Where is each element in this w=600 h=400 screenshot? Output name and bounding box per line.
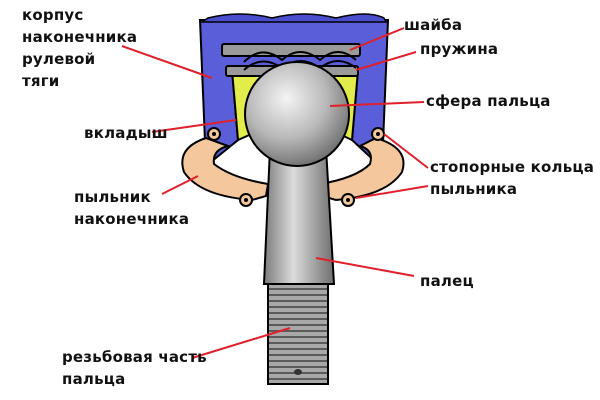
label-liner: вкладыш xyxy=(84,124,168,142)
leader-retaining-ring-top xyxy=(383,133,429,169)
label-spring: пружина xyxy=(420,40,499,58)
label-washer: шайба xyxy=(404,16,463,34)
leader-pin xyxy=(315,257,415,277)
leader-retaining-ring-bottom xyxy=(355,185,429,199)
label-retaining-rings: стопорные кольца пыльника xyxy=(430,158,595,198)
leader-boot xyxy=(161,175,199,195)
label-sphere: сфера пальца xyxy=(426,92,551,110)
label-thread: резьбовая часть пальца xyxy=(62,348,207,388)
leader-washer xyxy=(349,27,405,51)
spring xyxy=(243,51,357,71)
pin-thread xyxy=(267,283,329,385)
pin-sphere xyxy=(244,61,350,167)
label-boot: пыльник наконечника xyxy=(74,188,190,228)
pin-shank xyxy=(262,147,336,285)
label-housing: корпус наконечника рулевой тяги xyxy=(22,6,138,90)
leader-housing xyxy=(121,45,213,79)
leader-lines xyxy=(121,27,429,359)
retaining-rings xyxy=(207,127,385,207)
leader-spring xyxy=(355,51,417,71)
leader-thread xyxy=(191,327,291,359)
label-pin: палец xyxy=(420,272,474,290)
leader-liner xyxy=(151,119,237,133)
leader-sphere xyxy=(329,101,425,107)
